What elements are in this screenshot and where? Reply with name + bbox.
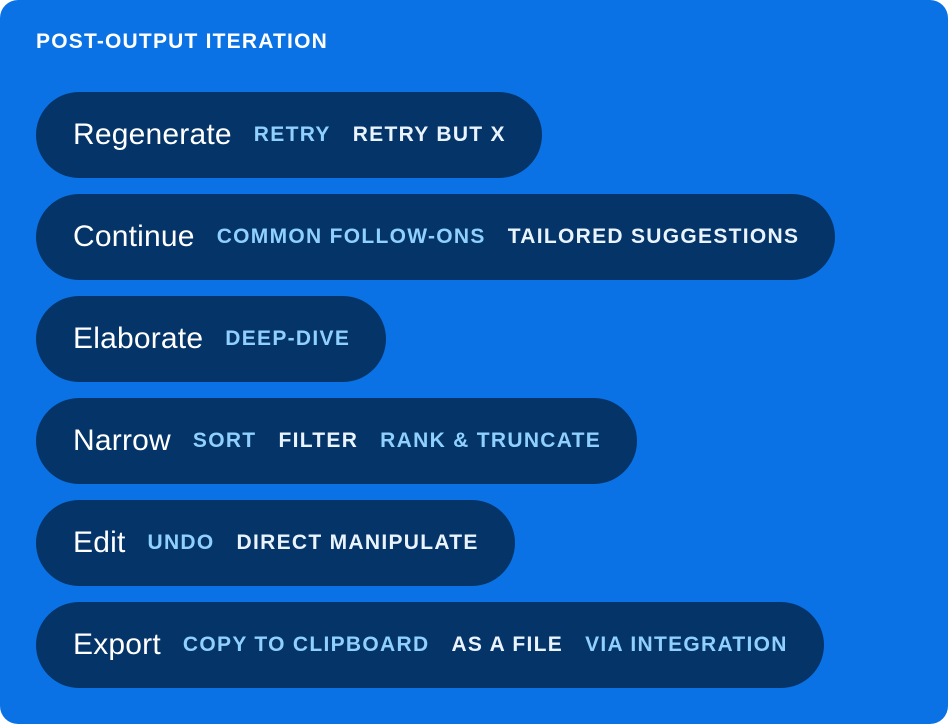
option-continue: Continue COMMON FOLLOW-ONS TAILORED SUGG…	[36, 194, 836, 280]
iteration-options-list: Regenerate RETRY RETRY BUT X Continue CO…	[36, 92, 836, 704]
option-tag: RANK & TRUNCATE	[380, 429, 602, 452]
option-tag: RETRY	[253, 123, 331, 146]
option-export: Export COPY TO CLIPBOARD AS A FILE VIA I…	[36, 602, 824, 688]
option-label: Regenerate	[73, 118, 232, 151]
option-tag: COPY TO CLIPBOARD	[182, 633, 430, 656]
option-label: Export	[73, 628, 161, 661]
option-tag: SORT	[192, 429, 257, 452]
panel-title: POST-OUTPUT ITERATION	[36, 30, 328, 53]
option-tag: RETRY BUT X	[352, 123, 506, 146]
option-edit: Edit UNDO DIRECT MANIPULATE	[36, 500, 515, 586]
option-tag: COMMON FOLLOW-ONS	[216, 225, 486, 248]
option-tag: DIRECT MANIPULATE	[236, 531, 479, 554]
option-narrow: Narrow SORT FILTER RANK & TRUNCATE	[36, 398, 638, 484]
option-regenerate: Regenerate RETRY RETRY BUT X	[36, 92, 542, 178]
option-tag: UNDO	[147, 531, 215, 554]
option-label: Elaborate	[73, 322, 204, 355]
option-tag: VIA INTEGRATION	[585, 633, 788, 656]
option-elaborate: Elaborate DEEP-DIVE	[36, 296, 387, 382]
option-tag: FILTER	[278, 429, 359, 452]
option-tag: TAILORED SUGGESTIONS	[507, 225, 800, 248]
option-tag: DEEP-DIVE	[225, 327, 351, 350]
option-label: Edit	[73, 526, 126, 559]
option-label: Narrow	[73, 424, 171, 457]
option-tag: AS A FILE	[451, 633, 564, 656]
option-label: Continue	[73, 220, 195, 253]
